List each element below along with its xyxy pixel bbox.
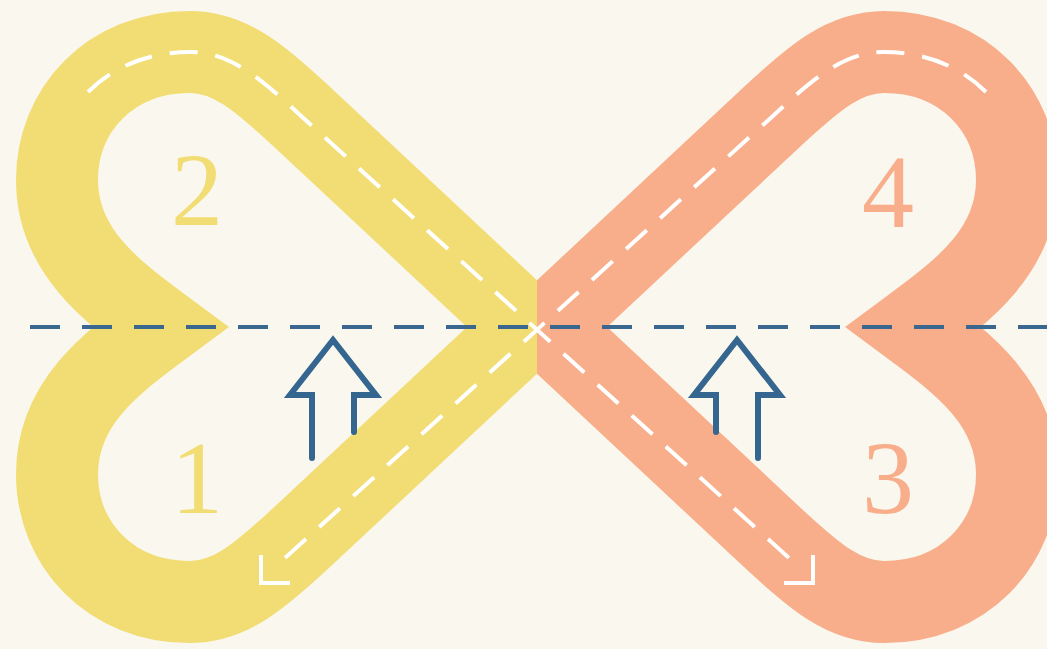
loop-number: 2 (171, 138, 223, 242)
road-center-dashes (88, 52, 800, 568)
direction-arrowhead (784, 555, 813, 583)
axis-dashed-line (30, 325, 1047, 329)
loop-number: 4 (862, 140, 914, 244)
up-arrow-symbol (694, 340, 780, 458)
loop-number: 3 (862, 426, 914, 530)
road-center-dashes (274, 52, 986, 568)
loop-number: 1 (171, 426, 223, 530)
up-arrow-symbol (290, 340, 376, 458)
direction-arrowhead (261, 555, 290, 583)
